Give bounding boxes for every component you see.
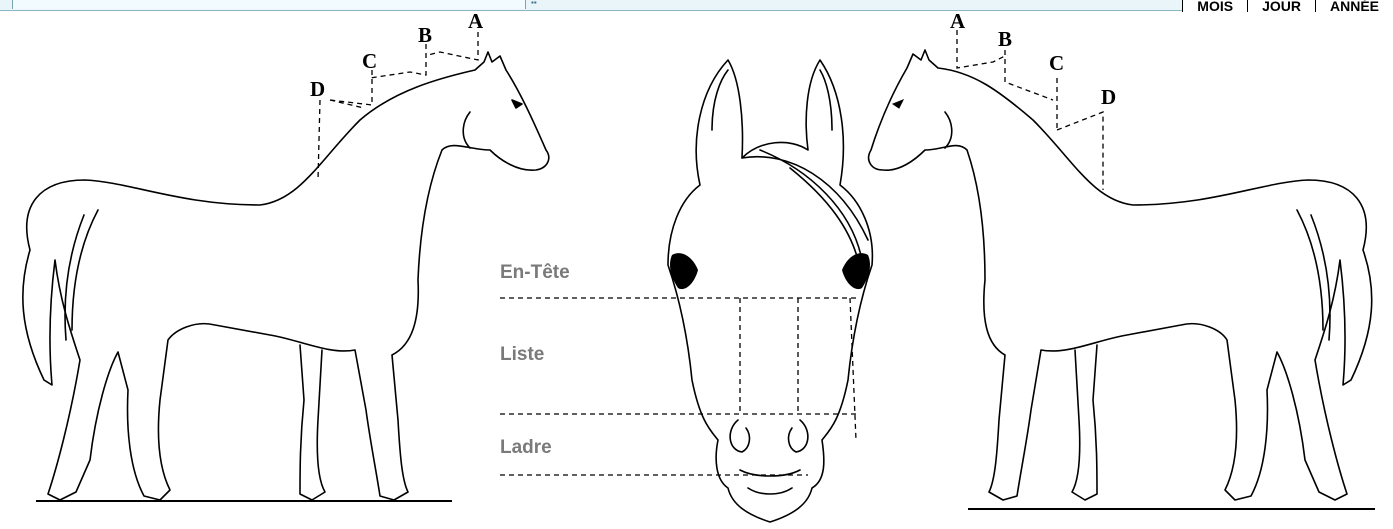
right-marker-a: A [950,9,966,33]
left-horse-outline [23,52,549,500]
right-horse-eye [893,100,903,108]
right-horse-measures [957,30,1103,190]
front-head-muzzle [740,470,800,494]
right-marker-d: D [1101,85,1116,109]
front-head-nostril-left [730,420,749,452]
right-marker-b: B [998,27,1012,51]
left-horse-eye [512,100,522,108]
left-marker-d: D [310,77,325,101]
front-head-zones [500,298,860,475]
front-head-outline [668,60,872,522]
left-horse-leg-line [300,345,325,500]
left-marker-c: C [362,49,377,73]
right-horse-jaw [945,112,952,148]
front-head: En-Tête Liste Ladre [500,60,872,522]
left-horse-measures [318,32,478,180]
left-horse-tail-hair [65,210,98,340]
left-marker-a: A [468,9,484,33]
right-horse [869,30,1375,509]
right-marker-c: C [1049,51,1064,75]
left-horse-jaw [463,112,470,148]
zone-label-liste: Liste [500,344,544,365]
right-horse-outline [869,50,1372,500]
left-marker-b: B [418,23,432,47]
right-horse-leg-line [1072,345,1097,500]
front-head-nostril-right [789,420,808,452]
front-head-forelock [742,150,868,260]
zone-label-en-tete: En-Tête [500,262,570,283]
left-horse: A B C D [23,9,549,501]
zone-label-ladre: Ladre [500,437,552,458]
right-horse-tail-hair [1297,210,1330,340]
